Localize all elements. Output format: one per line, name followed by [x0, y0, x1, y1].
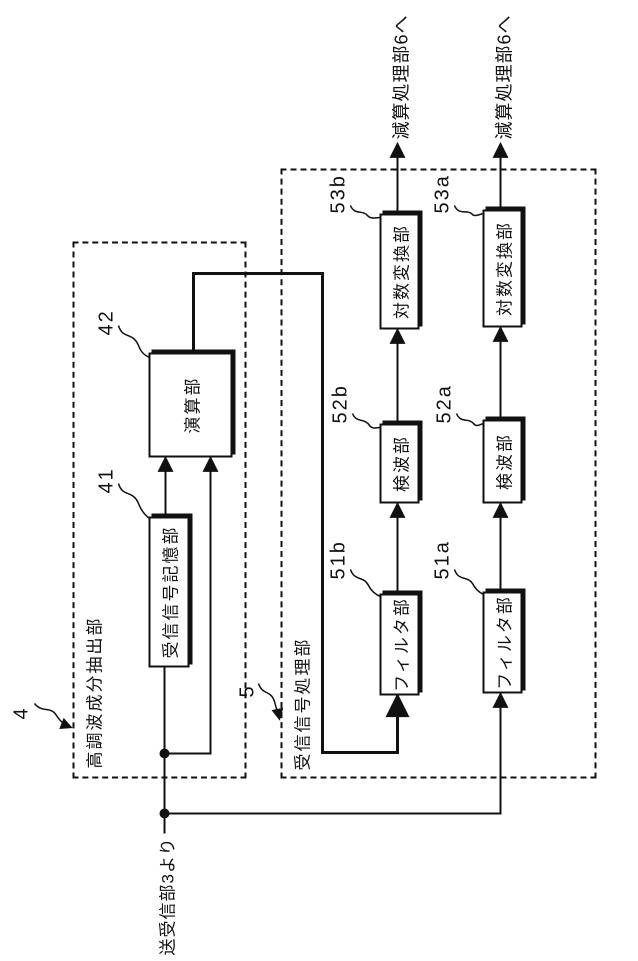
block-log-converter-b: 対数変換部: [379, 213, 419, 329]
ref-53a-leader: [453, 204, 484, 216]
calc-to-filter-b-line: [191, 271, 409, 754]
ref-53b-leader: [349, 204, 381, 219]
block-detector-a-label: 検波部: [494, 432, 514, 490]
block-filter-b: フィルタ部: [379, 593, 419, 695]
block-calculation-label: 演算部: [182, 376, 202, 433]
ref-label-41: 41: [95, 466, 117, 493]
output-target-note-b: 減算処理部6へ: [391, 13, 411, 139]
ref-4-leader-arrow: [33, 702, 73, 729]
block-log-converter-b-label: 対数変換部: [391, 223, 411, 319]
ref-42-leader: [117, 324, 150, 358]
ref-51a-leader: [453, 568, 484, 595]
block-detector-b: 検波部: [379, 423, 419, 503]
ref-5-leader-arrow: [257, 682, 283, 721]
ref-51b-leader: [349, 568, 381, 597]
ref-41-leader: [117, 482, 150, 519]
ref-label-53b: 53b: [327, 173, 349, 213]
block-calculation: 演算部: [148, 352, 232, 457]
input-source-note: 送受信部3より: [158, 836, 177, 955]
output-target-note-a: 減算処理部6へ: [494, 13, 514, 139]
junction-dot-outer: [159, 808, 169, 818]
ref-label-52b: 52b: [329, 383, 351, 423]
ref-label-51a: 51a: [431, 539, 453, 579]
junction-dot-inner: [159, 748, 169, 758]
block-log-converter-a-label: 対数変換部: [494, 220, 514, 316]
group-harmonic-extraction-label: 高調波成分抽出部: [85, 616, 104, 768]
block-detector-b-label: 検波部: [391, 434, 411, 492]
block-filter-a: フィルタ部: [482, 591, 522, 693]
block-received-signal-memory-label: 受信信号記憶部: [161, 525, 180, 658]
block-detector-a: 検波部: [482, 419, 522, 503]
group-received-signal-processing-label: 受信信号処理部: [293, 637, 312, 770]
ref-label-4: 4: [10, 705, 32, 719]
ref-52b-leader: [351, 412, 381, 429]
input-to-filter-a-line: [164, 691, 508, 814]
bypass-to-calc-line: [164, 455, 218, 754]
ref-label-51b: 51b: [327, 539, 349, 579]
ref-label-52a: 52a: [433, 383, 455, 423]
ref-label-42: 42: [95, 308, 117, 335]
block-received-signal-memory: 受信信号記憶部: [148, 516, 189, 667]
block-filter-a-label: フィルタ部: [494, 594, 514, 690]
ref-52a-leader: [455, 412, 484, 426]
block-log-converter-a: 対数変換部: [482, 209, 522, 327]
ref-label-53a: 53a: [431, 173, 453, 213]
ref-label-5: 5: [236, 683, 258, 697]
group-box-received-signal-processing: 受信信号処理部: [280, 168, 596, 778]
block-filter-b-label: フィルタ部: [391, 596, 411, 692]
